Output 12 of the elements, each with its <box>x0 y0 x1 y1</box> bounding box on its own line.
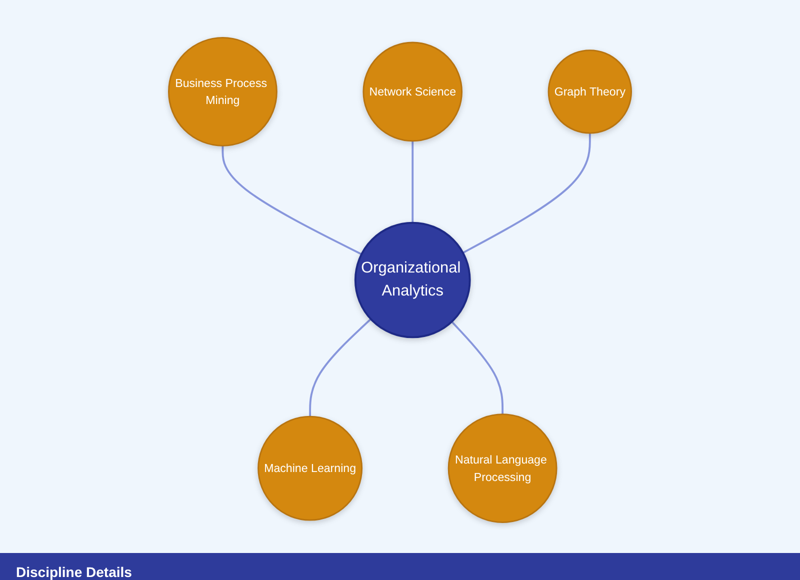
connector <box>451 321 504 414</box>
node-circle: Natural Language Processing <box>448 414 558 524</box>
connector <box>462 133 591 254</box>
node-circle: Organizational Analytics <box>354 222 471 338</box>
panel-heading: Discipline Details <box>16 564 132 580</box>
connector <box>309 318 372 417</box>
node-circle: Graph Theory <box>548 50 632 134</box>
connector <box>222 146 362 256</box>
node-circle: Machine Learning <box>258 416 363 521</box>
connector <box>412 140 414 223</box>
node-circle: Business Process Mining <box>168 36 278 146</box>
node-circle: Network Science <box>362 42 463 142</box>
